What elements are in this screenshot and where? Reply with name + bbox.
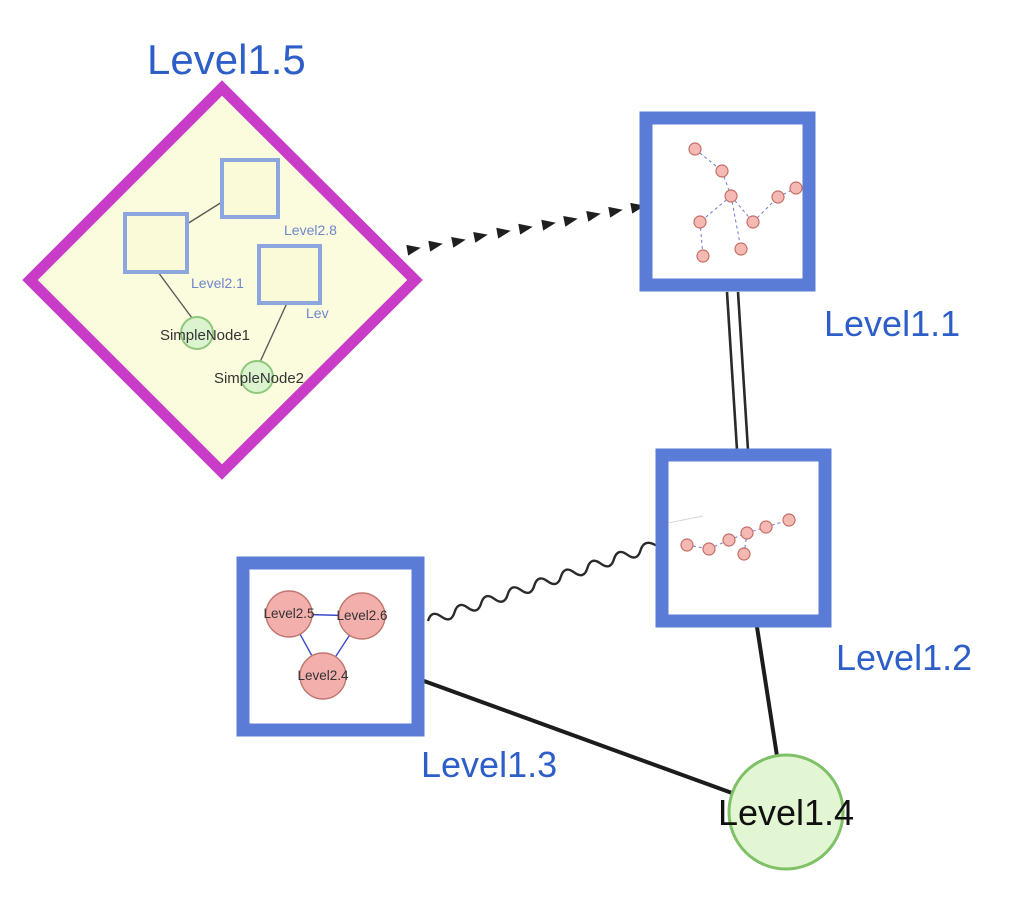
preview-node [696,249,710,263]
preview-node [759,520,773,534]
label-lev: Lev [306,305,329,321]
preview-node [722,533,736,547]
label-level1-4: Level1.4 [718,792,854,833]
preview-edge [721,170,732,197]
edge-lev-simplenode2 [259,302,288,363]
preview-edge-faint [667,515,704,524]
label-simplenode1: SimpleNode1 [160,327,250,344]
double-line-2 [736,291,750,451]
level11-preview [688,142,803,263]
preview-node [693,215,707,229]
wavy-path [426,541,657,622]
preview-node [771,190,785,204]
preview-edge [699,195,732,223]
preview-node [782,513,796,527]
node-level2-4-circle[interactable] [299,652,347,700]
node-simplenode2-circle[interactable] [240,360,274,394]
edge-level11-level12-double[interactable] [725,291,750,451]
label-level2-1: Level2.1 [191,275,244,291]
label-level2-4: Level2.4 [297,668,349,683]
label-level1-2: Level1.2 [836,637,972,678]
node-lev-square[interactable] [257,244,322,305]
preview-node [737,547,751,561]
preview-edge [730,195,742,250]
node-simplenode1-circle[interactable] [180,316,214,350]
node-level2-6-circle[interactable] [338,592,386,640]
node-level15-diamond[interactable] [22,80,423,480]
preview-node [680,538,694,552]
edge-level13-level14[interactable] [423,679,733,795]
double-line-1 [725,291,739,451]
label-level1-3: Level1.3 [421,744,557,785]
label-level2-8: Level2.8 [284,222,337,238]
preview-node [702,542,716,556]
preview-node [746,215,760,229]
node-level14-circle[interactable] [727,753,845,871]
label-level2-6: Level2.6 [336,608,387,623]
node-level2-8-square[interactable] [220,158,280,219]
node-level2-1-square[interactable] [123,212,189,274]
preview-node [789,181,803,195]
label-level1-1: Level1.1 [824,303,960,344]
edge-level15-level11-arrow[interactable] [406,202,645,256]
node-level13-box[interactable] [236,556,425,737]
edge-level12-level14[interactable] [755,626,779,757]
edge-level28-level21 [186,201,223,225]
label-level2-5: Level2.5 [263,606,314,621]
level12-preview [667,513,796,561]
preview-node [724,189,738,203]
level13-children: Level2.5 Level2.6 Level2.4 [263,590,388,700]
preview-node [734,242,748,256]
preview-node [688,142,702,156]
node-level2-5-circle[interactable] [265,590,313,638]
edge-level13-level12-wavy[interactable] [426,540,657,625]
edge-level21-simplenode1 [157,271,193,319]
label-level1-5: Level1.5 [147,36,306,83]
label-simplenode2: SimpleNode2 [214,370,304,387]
preview-node [715,164,729,178]
preview-node [740,526,754,540]
